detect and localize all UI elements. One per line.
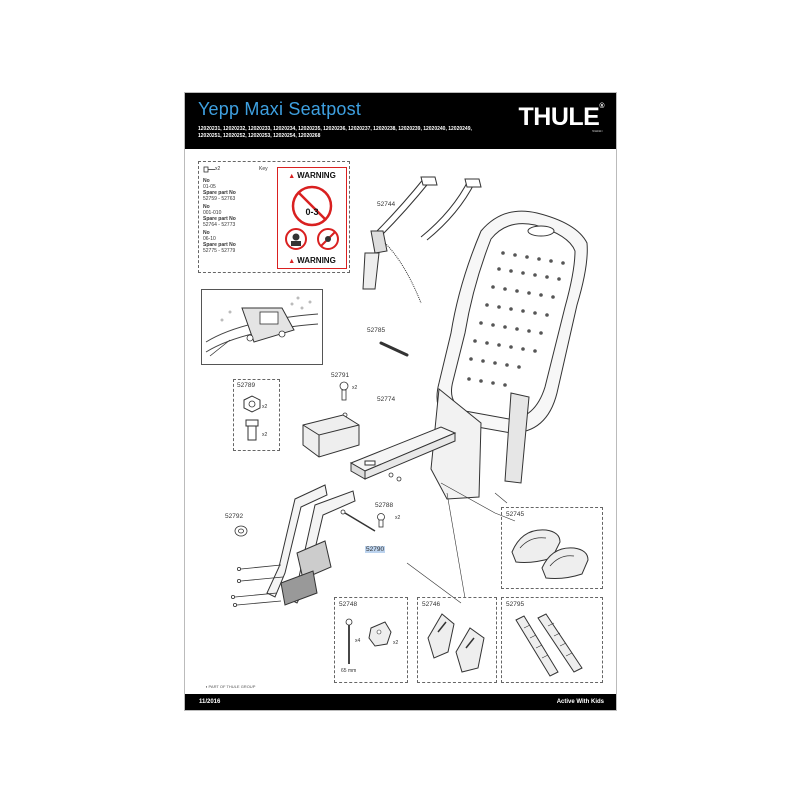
- part-label-52788: 52788: [375, 502, 394, 509]
- part-box-52789: 52789 x2 x2: [233, 379, 280, 451]
- clips-drawing: [427, 613, 485, 673]
- key-group-2: No 001-010 Spare part No 52764 - 52773: [203, 204, 236, 228]
- logo-subtext: SWEDEN: [591, 129, 603, 133]
- seat-bracket-52744: [362, 176, 482, 304]
- qty-52748-b: x2: [393, 640, 399, 646]
- page-title: Yepp Maxi Seatpost: [198, 99, 362, 119]
- seat-holes: [467, 251, 565, 387]
- age-text: 0-3: [305, 207, 318, 217]
- part-label-52748: 52748: [339, 601, 358, 608]
- part-label-52792: 52792: [225, 513, 244, 520]
- clamp-block: [302, 414, 360, 458]
- pin-52785: [379, 341, 409, 357]
- thule-group-icon: ◑: [205, 684, 209, 689]
- qty-52789-b: x2: [262, 432, 268, 438]
- bolts-spacers-drawing: [345, 618, 392, 664]
- logo-text: THULE: [518, 103, 600, 131]
- warning-pictograms: 0-3: [285, 185, 339, 250]
- detail-inset-drawing: [205, 296, 319, 357]
- part-label-52791: 52791: [331, 372, 350, 379]
- thule-logo: THULE® SWEDEN: [518, 103, 605, 133]
- part-box-52748: 52748 x4 x2 65 mm: [334, 597, 408, 683]
- bolt-length: 65 mm: [341, 668, 357, 674]
- part-label-52746: 52746: [422, 601, 441, 608]
- part-label-52795: 52795: [506, 601, 525, 608]
- foot-straps-drawing: [511, 529, 589, 579]
- seatpost-bracket: [266, 484, 356, 606]
- part-label-52744: 52744: [377, 201, 396, 208]
- part-of-thule-group: ◑ PART OF THULE GROUP: [205, 684, 256, 689]
- footer-tagline: Active With Kids: [556, 699, 604, 705]
- straps-drawing: [515, 613, 583, 677]
- warning-bottom: ▲WARNING: [288, 256, 336, 265]
- key-box: x2 Key No 01-05 Spare part No 52759 - 52…: [198, 161, 350, 273]
- qty-52748-a: x4: [355, 638, 361, 644]
- seat-shell: [430, 210, 588, 500]
- part-label-52774: 52774: [377, 396, 396, 403]
- part-box-52795: 52795: [501, 597, 603, 683]
- key-label: Key: [259, 166, 268, 172]
- part-label-52789: 52789: [237, 382, 256, 389]
- bolts-left: [231, 564, 284, 607]
- warning-top: ▲WARNING: [288, 171, 336, 180]
- bolt-52790: [344, 512, 376, 532]
- key-bolt-icon: [203, 166, 215, 173]
- footer-date: 11/2016: [199, 699, 221, 705]
- screws-52788: [377, 472, 402, 528]
- rail-52774: [349, 426, 457, 480]
- detail-inset-box: [201, 289, 323, 365]
- key-text: No 01-05 Spare part No 52759 - 52763 No …: [203, 178, 273, 254]
- header-bar: Yepp Maxi Seatpost 12020231, 12020232, 1…: [185, 93, 616, 149]
- product-codes: 12020231, 12020232, 12020233, 12020234, …: [198, 126, 472, 139]
- qty-52788: x2: [395, 515, 401, 521]
- part-box-52745: 52745: [501, 507, 603, 589]
- exploded-view-drawing: [231, 176, 588, 607]
- part-label-52745: 52745: [506, 511, 525, 518]
- footer-bar: 11/2016 Active With Kids: [185, 694, 616, 710]
- leader-lines: [406, 482, 516, 604]
- qty-52789-a: x2: [262, 404, 268, 410]
- nut-washer-drawing: [243, 395, 261, 441]
- part-label-52785: 52785: [367, 327, 386, 334]
- warning-label: ▲WARNING 0-3 ▲WARNING: [277, 167, 347, 269]
- warning-triangle-icon-2: ▲: [288, 258, 296, 265]
- parts-sheet: Yepp Maxi Seatpost 12020231, 12020232, 1…: [184, 92, 617, 711]
- key-x2: x2: [215, 166, 221, 172]
- key-group-1: No 01-05 Spare part No 52759 - 52763: [203, 178, 236, 202]
- part-label-52790: 52790: [365, 546, 386, 553]
- key-group-3: No 06-10 Spare part No 52775 - 52779: [203, 230, 236, 254]
- logo-registered: ®: [599, 103, 604, 110]
- part-box-52746: 52746: [417, 597, 497, 683]
- qty-52791: x2: [352, 385, 358, 391]
- warning-triangle-icon: ▲: [288, 173, 296, 180]
- washer-52792: [234, 525, 248, 537]
